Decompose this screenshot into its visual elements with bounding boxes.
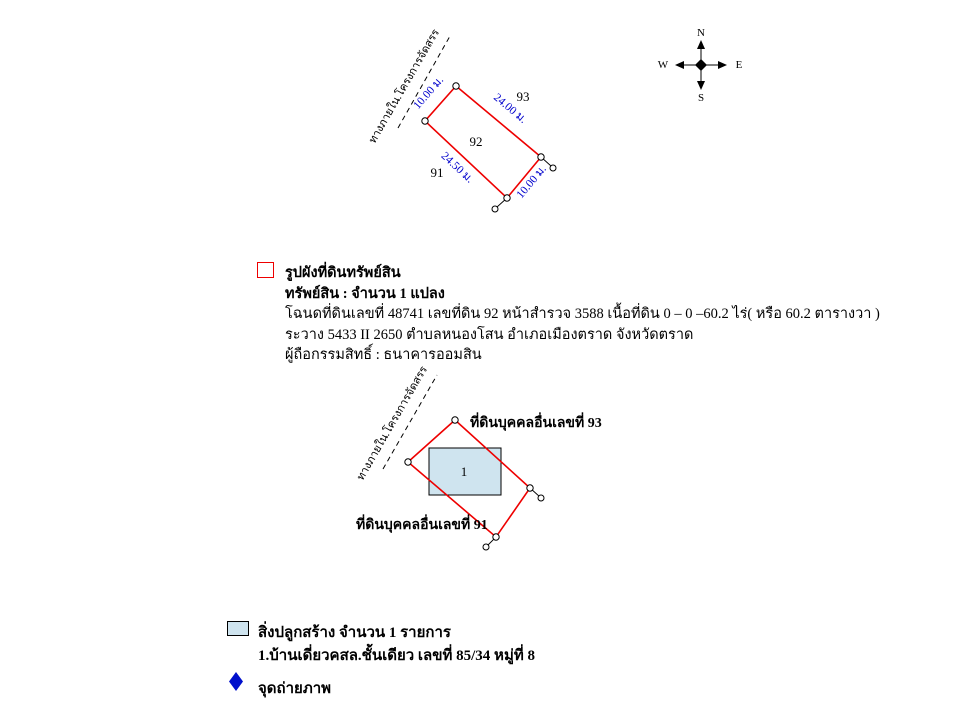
parcel-plot-diagram: ทางภายใน.โครงการจัดสรร 10.00 ม. 24.00 ม.… <box>365 26 557 213</box>
compass-south-label: S <box>698 92 704 104</box>
boundary-marker <box>526 484 534 492</box>
building-legend-title: สิ่งปลูกสร้าง จำนวน 1 รายการ <box>258 625 451 641</box>
compass-rose: N S W E <box>658 27 743 104</box>
compass-arrow-north-icon <box>697 40 705 49</box>
boundary-marker <box>491 205 499 213</box>
property-asset-line: ทรัพย์สิน : จำนวน 1 แปลง <box>285 286 445 302</box>
property-deed-line: โฉนดที่ดินเลขที่ 48741 เลขที่ดิน 92 หน้า… <box>285 306 880 322</box>
photo-point-icon <box>229 672 243 691</box>
building-number: 1 <box>461 464 468 479</box>
building-footprint <box>428 447 502 496</box>
road-dashed-line <box>382 374 438 470</box>
compass-east-label: E <box>736 59 743 71</box>
boundary-marker <box>482 543 490 551</box>
boundary-marker <box>503 194 511 202</box>
adjacent-parcel-label-bottom: ที่ดินบุคคลอื่นเลขที่ 91 <box>356 514 488 533</box>
adjacent-parcel-label-top: ที่ดินบุคคลอื่นเลขที่ 93 <box>470 412 602 431</box>
parcel-number: 92 <box>470 134 483 149</box>
boundary-marker <box>492 533 500 541</box>
building-plot-diagram: ทางภายใน.โครงการจัดสรร 1 ที่ดินบุคคลอื่น… <box>353 363 602 551</box>
boundary-marker <box>537 153 545 161</box>
dimension-label-southwest: 24.50 ม. <box>439 150 476 186</box>
boundary-marker <box>451 416 459 424</box>
property-legend-title: รูปผังที่ดินทรัพย์สิน <box>285 265 401 281</box>
boundary-marker <box>452 82 460 90</box>
road-label: ทางภายใน.โครงการจัดสรร <box>353 363 430 482</box>
compass-arrow-east-icon <box>718 61 727 69</box>
dimension-label-northwest: 10.00 ม. <box>411 74 446 112</box>
boundary-marker <box>421 117 429 125</box>
boundary-marker <box>549 164 557 172</box>
adjacent-parcel-number-right: 93 <box>517 89 530 104</box>
boundary-marker <box>404 458 412 466</box>
compass-arrow-west-icon <box>675 61 684 69</box>
compass-center-diamond-icon <box>695 59 707 71</box>
property-owner-line: ผู้ถือกรรมสิทธิ์ : ธนาคารออมสิน <box>285 347 482 363</box>
compass-north-label: N <box>697 27 705 39</box>
property-sheet-line: ระวาง 5433 II 2650 ตำบลหนองโสน อำเภอเมือ… <box>285 327 694 343</box>
parcel-legend-swatch <box>257 262 274 278</box>
photo-point-label: จุดถ่ายภาพ <box>258 681 332 697</box>
building-legend-item: 1.บ้านเดี่ยวคสล.ชั้นเดียว เลขที่ 85/34 ห… <box>258 648 535 664</box>
adjacent-parcel-number-left: 91 <box>431 165 444 180</box>
building-legend-swatch <box>227 621 249 636</box>
boundary-marker <box>537 494 545 502</box>
compass-arrow-south-icon <box>697 81 705 90</box>
compass-west-label: W <box>658 59 669 71</box>
